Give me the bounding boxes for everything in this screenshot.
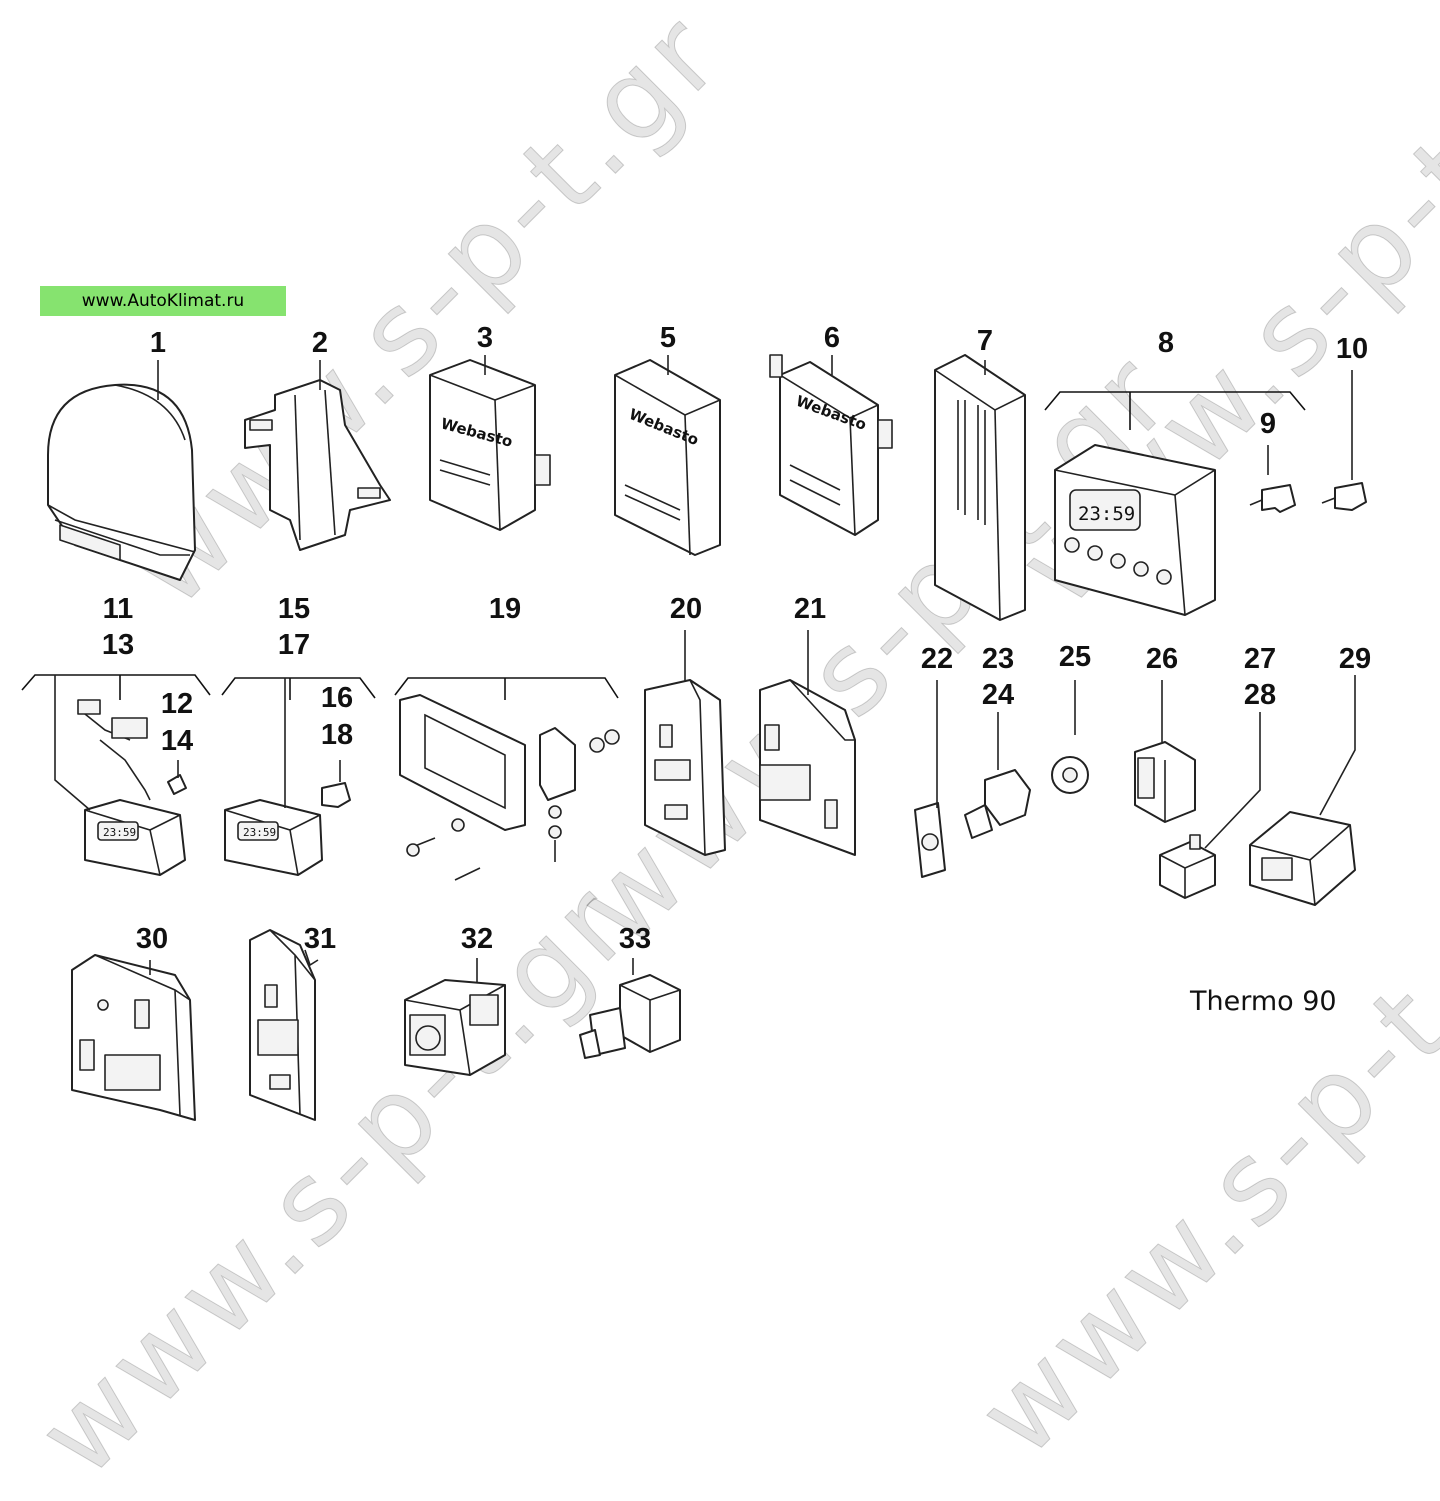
part-label: 9 xyxy=(1260,408,1276,440)
part-25-knob xyxy=(1051,756,1089,794)
part-15-timer: 23:59 xyxy=(224,799,323,876)
part-label: 18 xyxy=(321,719,353,751)
part-27-relay xyxy=(1159,834,1216,899)
part-11-timer-with-harness: 23:59 xyxy=(77,699,187,876)
part-32-rotary-control xyxy=(404,979,506,1076)
part-label: 1 xyxy=(150,327,166,359)
part-29-relay-socket xyxy=(1249,811,1356,906)
part-2-mounting-bracket xyxy=(244,379,391,551)
part-label: 25 xyxy=(1059,641,1091,673)
part-26-rocker-switch xyxy=(1134,741,1196,823)
part-10-bulb xyxy=(1321,482,1367,511)
part-16-bulb xyxy=(321,782,351,808)
parts-diagram-page: www.s-p-t.gr www.s-p-t.gr www.s-p-t.gr w… xyxy=(14,0,1440,1501)
part-label: 3 xyxy=(477,322,493,354)
part-label: 8 xyxy=(1158,327,1174,359)
part-label: 32 xyxy=(461,923,493,955)
part-3-control-unit: Webasto xyxy=(429,359,551,531)
timer-display: 23:59 xyxy=(243,826,276,839)
part-label: 11 xyxy=(103,593,134,625)
part-19-mounting-frame xyxy=(399,694,620,881)
part-label: 24 xyxy=(982,679,1014,711)
part-label: 27 xyxy=(1244,643,1276,675)
part-label: 22 xyxy=(921,643,953,675)
part-label: 21 xyxy=(794,593,826,625)
part-15-group-bracket xyxy=(221,677,376,699)
part-label: 5 xyxy=(660,322,676,354)
part-label: 10 xyxy=(1336,333,1368,365)
model-caption: Thermo 90 xyxy=(1190,986,1337,1017)
part-label: 7 xyxy=(977,325,993,357)
part-label: 19 xyxy=(489,593,521,625)
part-label: 17 xyxy=(278,629,310,661)
part-23-rotary-switch xyxy=(964,769,1031,839)
part-label: 20 xyxy=(670,593,702,625)
part-label: 13 xyxy=(102,629,134,661)
part-label: 23 xyxy=(982,643,1014,675)
part-label: 33 xyxy=(619,923,651,955)
exploded-parts-drawing: Webasto Webasto Webasto xyxy=(21,322,1371,1121)
timer-display: 23:59 xyxy=(1078,503,1135,525)
part-label: 31 xyxy=(304,923,336,955)
part-label: 2 xyxy=(312,327,328,359)
part-19-group-bracket xyxy=(394,677,619,699)
timer-display: 23:59 xyxy=(103,826,136,839)
part-8-group-bracket xyxy=(1044,391,1306,411)
part-31-panel xyxy=(249,929,316,1121)
part-label: 12 xyxy=(161,688,193,720)
part-label: 14 xyxy=(161,725,193,757)
part-1-cover xyxy=(47,383,196,581)
part-5-control-unit: Webasto xyxy=(614,359,721,556)
part-label: 29 xyxy=(1339,643,1371,675)
source-badge: www.AutoKlimat.ru xyxy=(40,286,286,316)
part-label: 16 xyxy=(321,682,353,714)
part-label: 6 xyxy=(824,322,840,354)
part-label: 30 xyxy=(136,923,168,955)
part-6-control-unit: Webasto xyxy=(769,354,893,536)
part-label: 26 xyxy=(1146,643,1178,675)
part-9-bulb xyxy=(1249,484,1296,513)
part-21-panel xyxy=(759,679,856,856)
part-7-cover xyxy=(934,354,1026,621)
part-33-switch xyxy=(579,974,681,1059)
part-label: 28 xyxy=(1244,679,1276,711)
part-22-label-plate xyxy=(914,802,946,878)
part-label: 15 xyxy=(278,593,310,625)
part-8-digital-timer: 23:59 xyxy=(1054,444,1216,616)
part-11-group-bracket xyxy=(21,674,211,696)
part-20-panel xyxy=(644,679,726,856)
part-30-panel xyxy=(71,954,196,1121)
